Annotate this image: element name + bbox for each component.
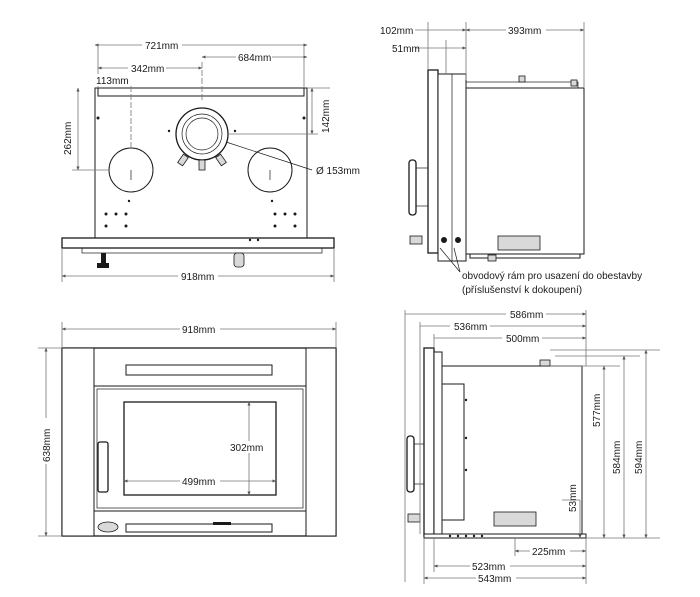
side-note-line2: (příslušenství k dokoupení) <box>462 285 582 296</box>
central-flue-outlet <box>175 107 229 161</box>
side-door-handle <box>408 159 417 216</box>
side-foot <box>469 253 581 259</box>
front-air-knob <box>97 521 119 533</box>
dim-diameter-153: Ø 153mm <box>316 166 360 177</box>
dim-536: 536mm <box>454 322 487 333</box>
top-view-foot-left-base <box>97 263 109 268</box>
dim-342: 342mm <box>131 64 164 75</box>
front-view: 918mm 638mm 302mm 499mm <box>38 322 337 537</box>
dim-543: 543mm <box>478 574 511 585</box>
top-view-bolts <box>96 116 306 242</box>
dim-51: 51mm <box>392 44 420 55</box>
dim-918-top: 918mm <box>181 272 214 283</box>
dim-53: 53mm <box>568 484 579 512</box>
dim-721: 721mm <box>145 41 178 52</box>
dim-142: 142mm <box>321 100 332 133</box>
dim-302: 302mm <box>230 443 263 454</box>
dim-113: 113mm <box>96 76 129 87</box>
flue-clamp-center <box>198 159 206 171</box>
dim-684: 684mm <box>238 53 271 64</box>
dim-523: 523mm <box>472 562 505 573</box>
side-view: 102mm 393mm 51mm obvodový rám pro usazen… <box>380 22 642 296</box>
top-view-rim <box>97 87 305 97</box>
right-view: 586mm 536mm 500mm 577mm 584mm 594mm 53mm… <box>404 308 660 585</box>
top-view: 721mm 684mm 342mm 113mm 262mm 142mm Ø 15… <box>61 39 360 283</box>
right-ash-box <box>493 511 537 527</box>
top-view-foot-left <box>101 253 106 263</box>
front-top-slot <box>125 364 273 376</box>
right-firebox <box>441 383 465 521</box>
dim-500: 500mm <box>506 334 539 345</box>
top-view-base-plate <box>61 237 335 249</box>
right-front-frame <box>423 347 435 537</box>
dim-584: 584mm <box>612 441 623 474</box>
dim-577: 577mm <box>592 394 603 427</box>
side-air-control <box>409 235 423 245</box>
top-view-knob <box>233 252 245 268</box>
front-bottom-slot <box>125 523 273 533</box>
dim-102: 102mm <box>380 26 413 37</box>
dim-499: 499mm <box>182 477 215 488</box>
central-flue-inner <box>181 113 223 155</box>
dim-262: 262mm <box>63 122 74 155</box>
side-note-line1: obvodový rám pro usazení do obestavby <box>462 271 642 282</box>
dim-638: 638mm <box>42 429 53 462</box>
flue-clamp-right <box>215 153 227 167</box>
flue-clamp-left <box>177 153 189 167</box>
side-body <box>465 87 585 255</box>
right-body <box>441 365 583 535</box>
front-frame-right <box>305 347 337 537</box>
side-front-frame <box>427 69 439 254</box>
right-door-handle <box>406 435 415 493</box>
front-frame-left <box>61 347 95 537</box>
side-ash-box <box>497 235 541 251</box>
dim-594: 594mm <box>634 441 645 474</box>
top-view-base-lip <box>81 247 323 254</box>
central-flue-core <box>185 117 219 151</box>
dim-918-front: 918mm <box>182 325 215 336</box>
front-door-handle <box>97 441 109 493</box>
right-door <box>433 351 443 539</box>
dim-225: 225mm <box>532 547 565 558</box>
dim-393: 393mm <box>508 26 541 37</box>
dim-586: 586mm <box>510 310 543 321</box>
